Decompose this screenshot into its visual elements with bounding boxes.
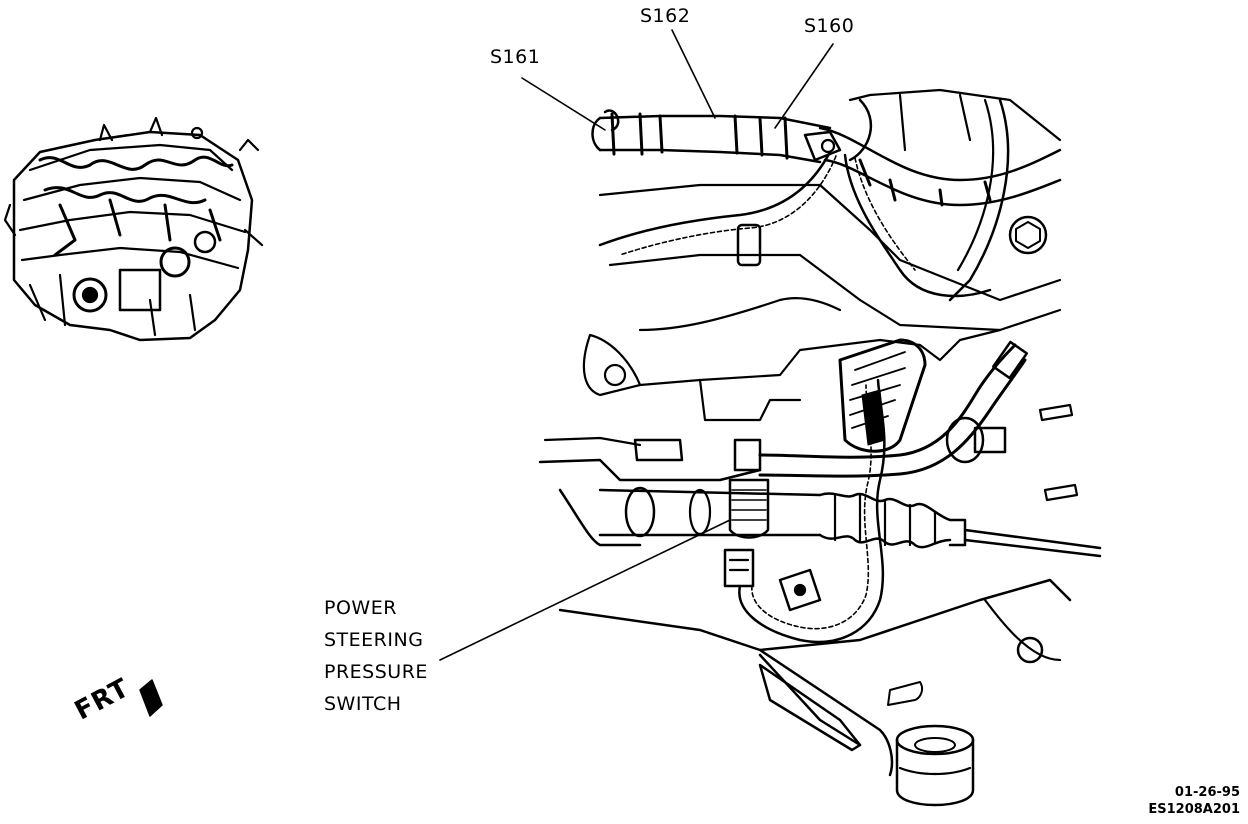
pressure-switch bbox=[723, 378, 886, 644]
figure-code: ES1208A201 bbox=[1148, 802, 1240, 817]
leader-s162 bbox=[671, 29, 716, 119]
figure-footer: 01-26-95 ES1208A201 bbox=[1148, 784, 1240, 818]
steering-rack bbox=[538, 436, 1102, 807]
callout-s162: S162 bbox=[640, 5, 691, 27]
leader-pressure-switch bbox=[439, 519, 731, 661]
callout-s160: S160 bbox=[804, 15, 855, 37]
pressure-switch-label: POWER STEERING PRESSURE SWITCH bbox=[324, 592, 428, 720]
leader-s160 bbox=[774, 43, 834, 129]
front-arrow-icon bbox=[139, 679, 163, 717]
pressure-switch-label-line1: POWER bbox=[324, 597, 397, 619]
pressure-switch-label-line3: PRESSURE bbox=[324, 661, 428, 683]
leader-lines bbox=[439, 29, 834, 661]
pressure-switch-label-line2: STEERING bbox=[324, 629, 424, 651]
callout-s161: S161 bbox=[490, 46, 541, 68]
pressure-switch-label-line4: SWITCH bbox=[324, 693, 402, 715]
leader-s161 bbox=[521, 77, 606, 131]
figure-date: 01-26-95 bbox=[1174, 785, 1240, 800]
engine-locator-thumbnail bbox=[3, 116, 264, 342]
frame-housing bbox=[582, 328, 1079, 502]
main-harness bbox=[591, 88, 1062, 332]
